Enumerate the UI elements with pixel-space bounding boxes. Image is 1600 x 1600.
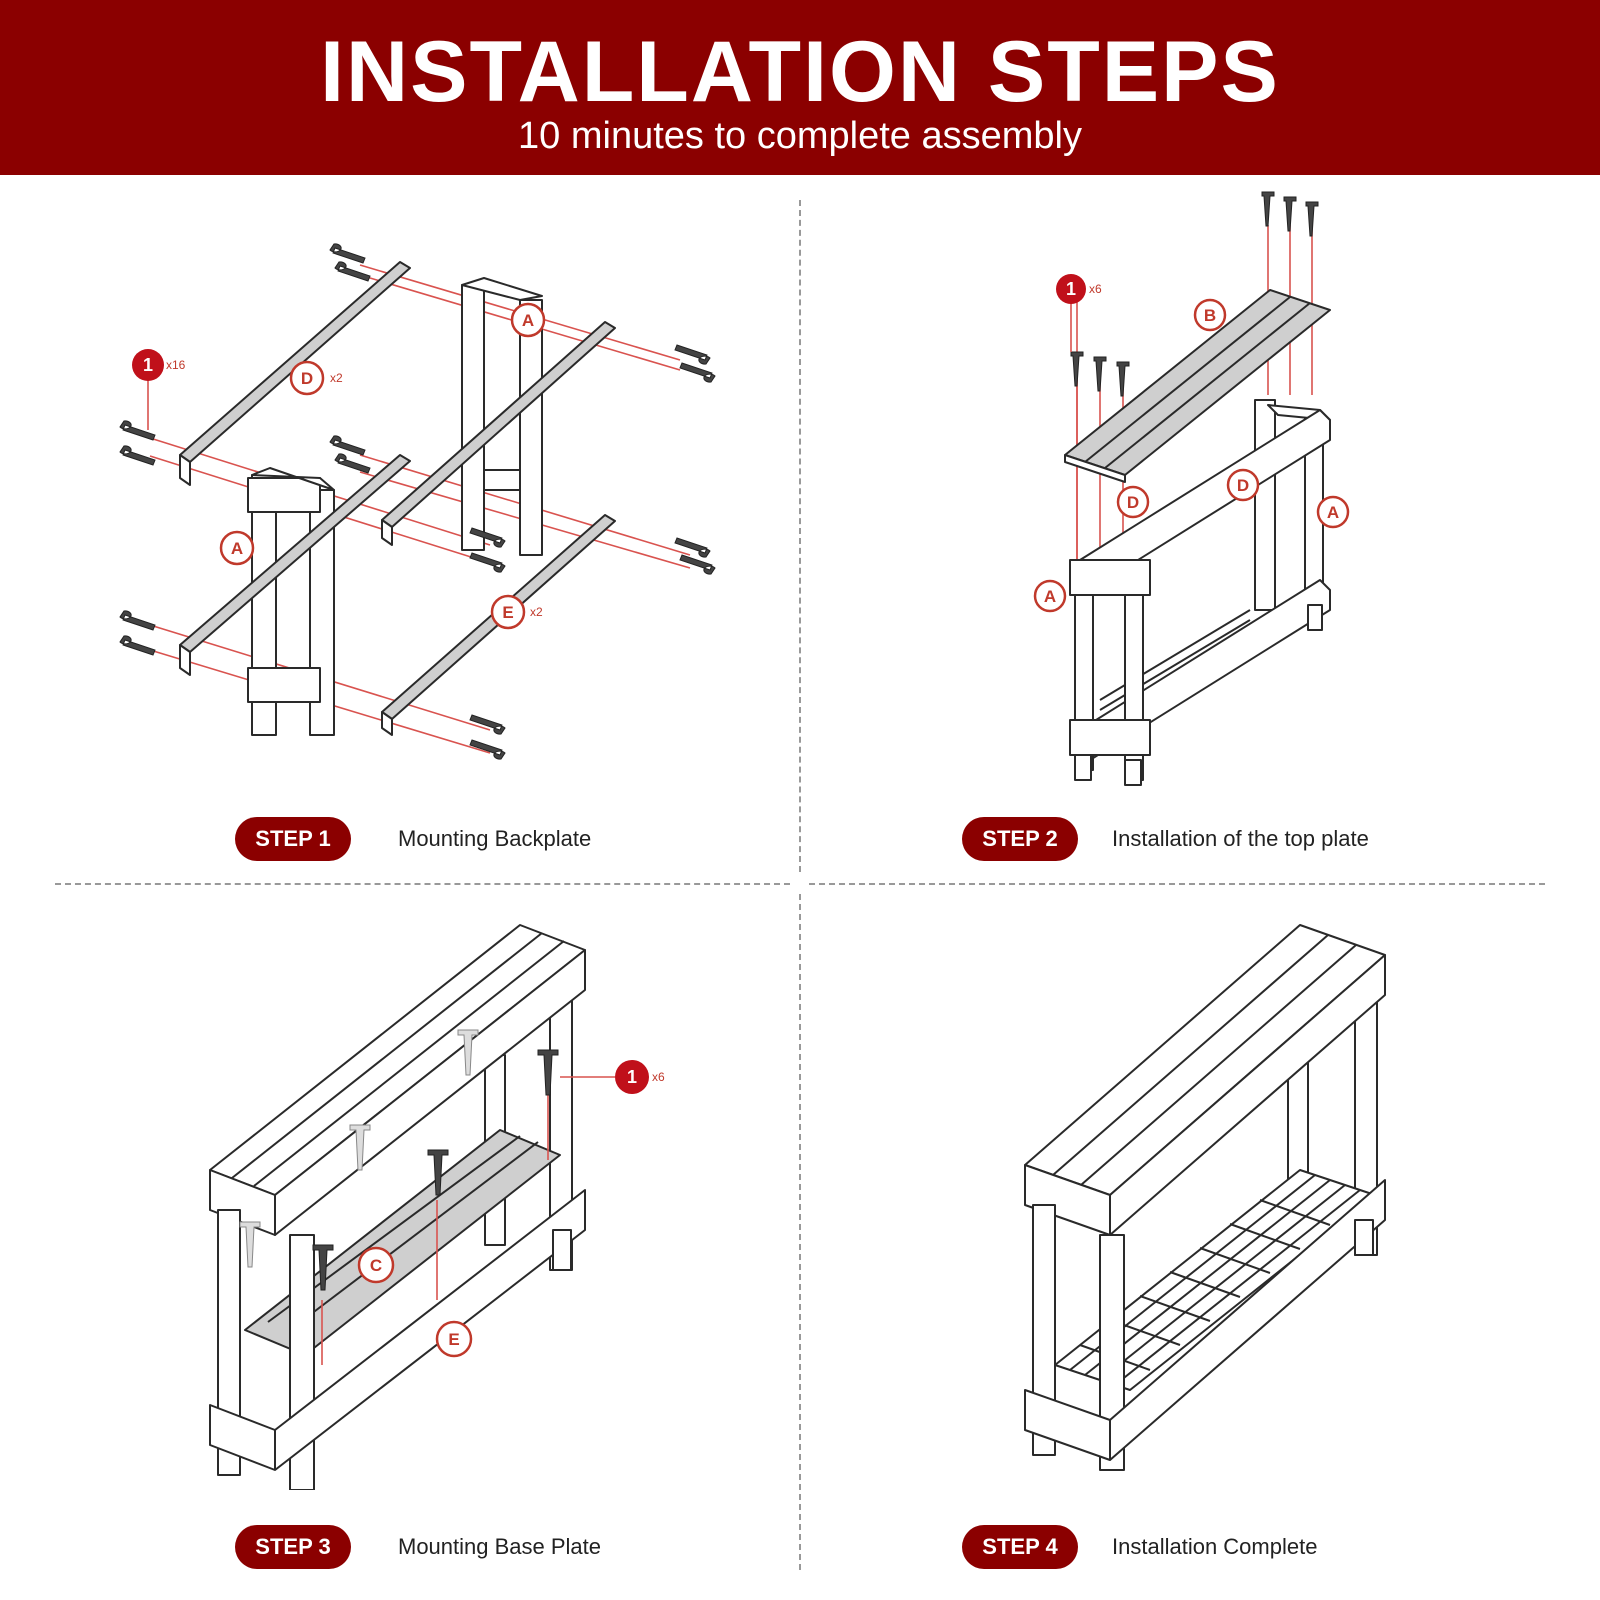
svg-text:D: D [1237, 476, 1249, 495]
page-subtitle: 10 minutes to complete assembly [518, 115, 1082, 157]
vertical-divider-bottom [799, 894, 801, 1570]
step1-front-leg-a [247, 467, 335, 736]
step1-board-e [179, 454, 616, 736]
step1-label-a-back: A [510, 302, 546, 338]
step2-screws [1070, 191, 1319, 397]
vertical-divider-top [799, 200, 801, 872]
svg-text:x6: x6 [652, 1070, 665, 1084]
step1-back-leg-a [461, 277, 543, 556]
svg-text:D: D [301, 369, 313, 388]
svg-text:E: E [448, 1330, 459, 1349]
step3-caption: Mounting Base Plate [398, 1534, 602, 1559]
svg-text:x16: x16 [166, 358, 186, 372]
step2-screw-badge: 1 x6 [1056, 274, 1102, 352]
svg-text:A: A [231, 539, 243, 558]
svg-text:C: C [370, 1256, 382, 1275]
svg-text:1: 1 [143, 355, 153, 375]
svg-text:A: A [1327, 503, 1339, 522]
svg-text:1: 1 [627, 1067, 637, 1087]
step1-screws [119, 243, 716, 760]
svg-text:B: B [1204, 306, 1216, 325]
step2-label-b: B [1193, 298, 1227, 332]
step1-board-d [179, 261, 616, 546]
svg-text:D: D [1127, 493, 1139, 512]
step1-badge: STEP 1 [235, 817, 351, 861]
step3-label-e: E [435, 1320, 473, 1358]
svg-text:x2: x2 [530, 605, 543, 619]
step4-diagram [1024, 924, 1386, 1471]
svg-text:x2: x2 [330, 371, 343, 385]
svg-text:A: A [1044, 587, 1056, 606]
step3-diagram: C E 1 x6 [209, 924, 665, 1490]
step1-label-e: E x2 [490, 594, 543, 630]
step4-completed-table [1024, 924, 1386, 1471]
step2-label-a-left: A [1033, 579, 1067, 613]
step3-guide-lines [321, 1085, 549, 1365]
step2-badge: STEP 2 [962, 817, 1078, 861]
header-banner: INSTALLATION STEPS 10 minutes to complet… [0, 0, 1600, 175]
step2-diagram: B D D A A 1 x6 [1033, 191, 1350, 786]
svg-text:E: E [502, 603, 513, 622]
step3-table [209, 924, 586, 1490]
page-title: INSTALLATION STEPS [320, 24, 1280, 120]
step2-label-d-left: D [1116, 485, 1150, 519]
step3-label-c: C [357, 1246, 395, 1284]
svg-text:1: 1 [1066, 279, 1076, 299]
step3-screw-badge: 1 x6 [560, 1060, 665, 1094]
step3-screws [239, 1029, 559, 1291]
step4-caption: Installation Complete [1112, 1534, 1318, 1559]
step1-screw-badge: 1 x16 [132, 349, 186, 430]
step3-badge: STEP 3 [235, 1525, 351, 1569]
step2-top-plate-b [1064, 289, 1331, 483]
step2-frame [1069, 399, 1331, 786]
step1-caption: Mounting Backplate [398, 826, 592, 851]
step1-diagram: A A D x2 E x2 1 x16 [119, 243, 716, 760]
horizontal-divider-left [55, 883, 790, 885]
svg-text:x6: x6 [1089, 282, 1102, 296]
svg-text:A: A [522, 311, 534, 330]
horizontal-divider-right [809, 883, 1545, 885]
step2-label-d-right: D [1226, 468, 1260, 502]
step2-label-a-right: A [1316, 495, 1350, 529]
step2-caption: Installation of the top plate [1112, 826, 1369, 851]
step1-label-d: D x2 [289, 360, 343, 396]
step1-label-a-front: A [219, 530, 255, 566]
step4-badge: STEP 4 [962, 1525, 1078, 1569]
